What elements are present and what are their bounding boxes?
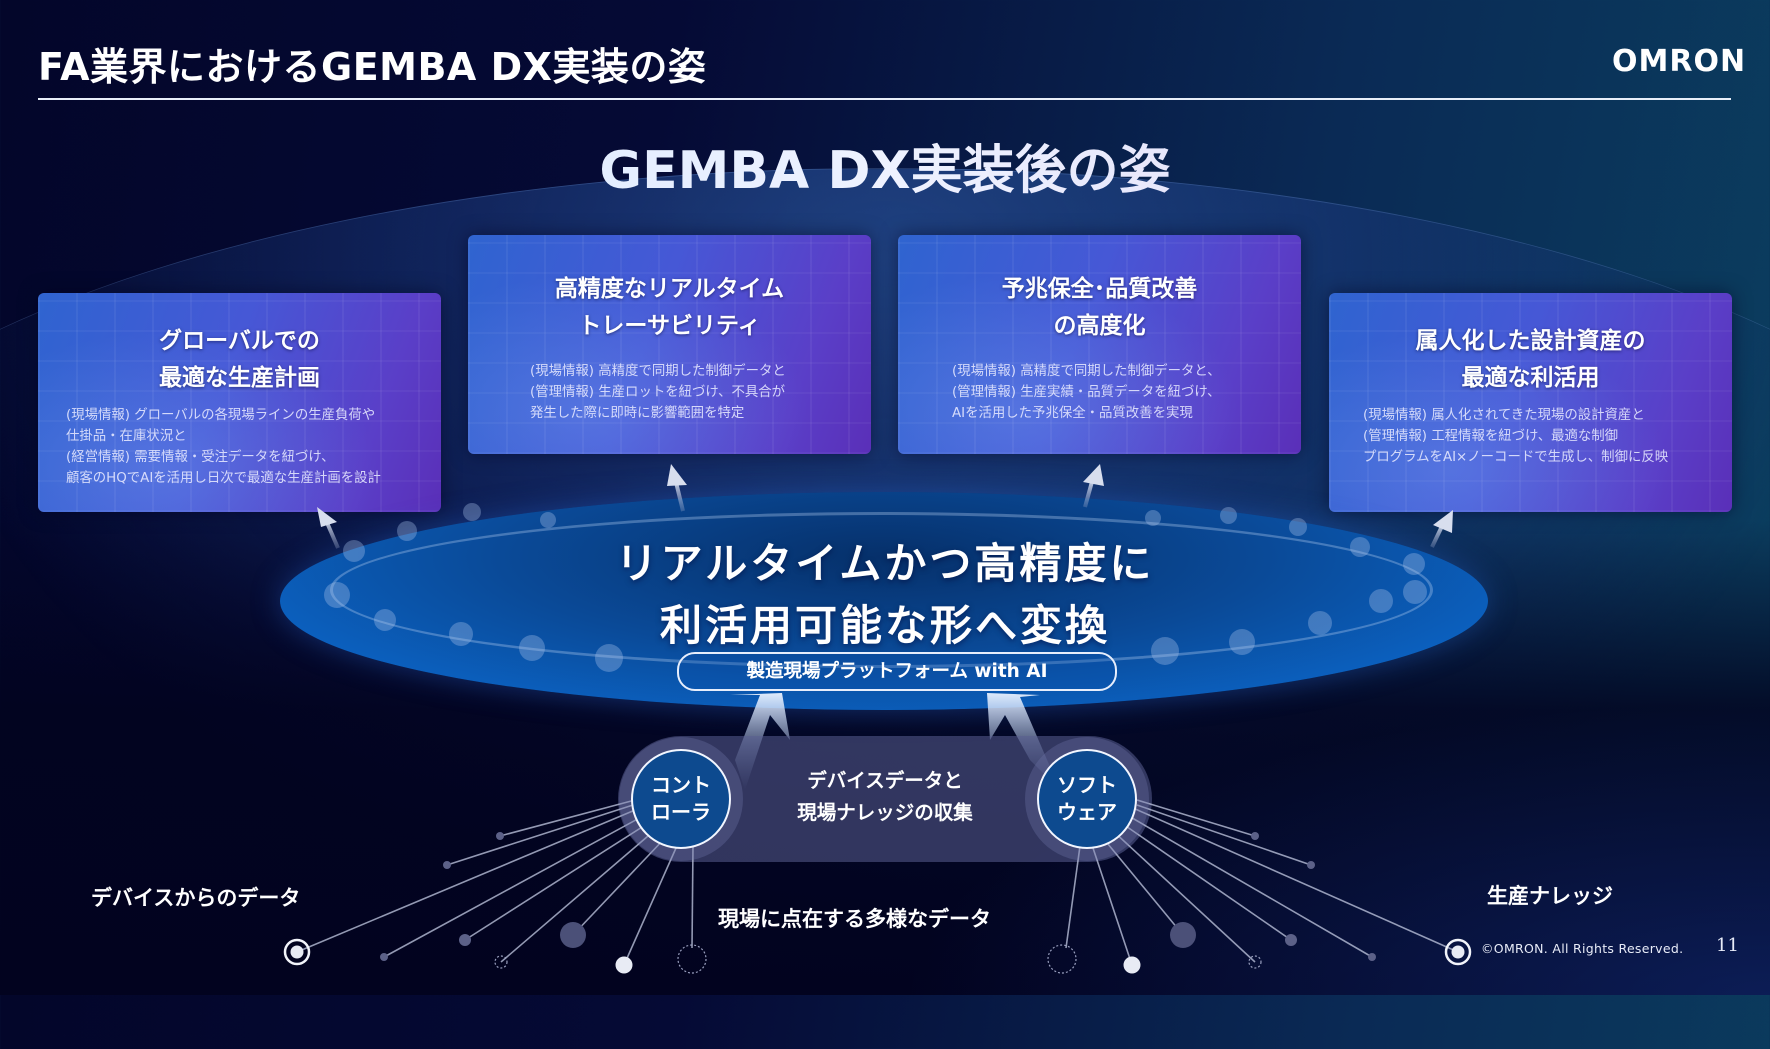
- platform-label-pill: 製造現場プラットフォーム with AI: [677, 652, 1117, 691]
- platform-orbit-ring: [330, 512, 1433, 668]
- card-description: (現場情報) 高精度で同期した制御データと (管理情報) 生産ロットを紐づけ、不…: [530, 364, 786, 421]
- orbit-dot: [463, 503, 481, 521]
- card-title: 属人化した設計資産の 最適な利活用: [1329, 323, 1732, 397]
- card-title-line: グローバルでの: [159, 328, 320, 354]
- production-knowledge-nodes: [1047, 832, 1472, 974]
- arrow-to-card-2: [667, 464, 687, 512]
- controller-node: コント ローラ: [631, 749, 731, 849]
- collector-text-line: デバイスデータと: [807, 769, 963, 792]
- orbit-dot: [1369, 589, 1393, 613]
- copyright-text: ©OMRON. All Rights Reserved.: [1481, 941, 1684, 956]
- omron-logo: OMRON: [1612, 44, 1747, 79]
- orbit-dot: [1229, 629, 1255, 655]
- orbit-dot: [540, 512, 556, 528]
- ringed-node: [1444, 938, 1472, 966]
- arrow-to-card-4: [1430, 510, 1453, 548]
- card-design-asset-utilization: 属人化した設計資産の 最適な利活用 (現場情報) 属人化されてきた現場の設計資産…: [1329, 293, 1732, 512]
- orbit-dot: [324, 582, 350, 608]
- software-node: ソフト ウェア: [1037, 749, 1137, 849]
- orbit-dot: [1151, 637, 1179, 665]
- card-title-line: 属人化した設計資産の: [1415, 328, 1646, 354]
- title-divider: [38, 98, 1731, 100]
- orbit-dot: [397, 521, 417, 541]
- data-network: [283, 799, 1472, 974]
- orbit-dot: [374, 609, 396, 631]
- card-title-line: 最適な利活用: [1461, 365, 1600, 391]
- card-description: (現場情報) 高精度で同期した制御データと、 (管理情報) 生産実績・品質データ…: [952, 364, 1221, 421]
- orbit-dot: [1220, 507, 1237, 524]
- collector-text-line: 現場ナレッジの収集: [797, 801, 973, 824]
- arrow-to-card-3: [1083, 464, 1104, 508]
- orbit-dot: [343, 540, 365, 562]
- orbit-dot: [1403, 553, 1425, 575]
- platform-headline-line2: 利活用可能な形へ変換: [659, 601, 1110, 650]
- card-global-production-planning: グローバルでの 最適な生産計画 (現場情報) グローバルの各現場ラインの生産負荷…: [38, 293, 441, 512]
- card-title: グローバルでの 最適な生産計画: [38, 323, 441, 397]
- label-production-knowledge: 生産ナレッジ: [1487, 884, 1613, 908]
- card-title-line: 高精度なリアルタイム: [554, 276, 785, 302]
- orbit-dot: [449, 622, 473, 646]
- card-title: 予兆保全･品質改善 の高度化: [898, 271, 1301, 345]
- ringed-node: [283, 938, 311, 966]
- orbit-dot: [1289, 518, 1307, 536]
- page-title: FA業界におけるGEMBA DX実装の姿: [38, 45, 707, 89]
- card-title-line: の高度化: [1053, 313, 1146, 339]
- card-description: (現場情報) 属人化されてきた現場の設計資産と (管理情報) 工程情報を紐づけ、…: [1363, 408, 1669, 465]
- section-subtitle: GEMBA DX実装後の姿: [0, 128, 1770, 203]
- orbit-dot: [1145, 510, 1161, 526]
- orbit-dot: [1403, 580, 1427, 604]
- collector-description: デバイスデータと 現場ナレッジの収集: [740, 765, 1030, 829]
- arrow-to-card-1: [317, 507, 340, 549]
- card-description: (現場情報) グローバルの各現場ラインの生産負荷や 仕掛品・在庫状況と (経営情…: [66, 408, 381, 486]
- platform-headline-line1: リアルタイムかつ高精度に: [615, 539, 1155, 588]
- card-title-line: トレーサビリティ: [578, 313, 761, 339]
- card-predictive-maintenance: 予兆保全･品質改善 の高度化 (現場情報) 高精度で同期した制御データと、 (管…: [898, 235, 1301, 454]
- device-data-nodes: [283, 832, 707, 974]
- card-title: 高精度なリアルタイム トレーサビリティ: [468, 271, 871, 345]
- label-scattered-data: 現場に点在する多様なデータ: [718, 907, 991, 931]
- orbit-dot: [519, 635, 545, 661]
- card-title-line: 予兆保全･品質改善: [1001, 276, 1198, 302]
- orbit-dot: [1308, 611, 1332, 635]
- page-number: 11: [1716, 935, 1739, 956]
- orbit-dot: [595, 644, 623, 672]
- card-realtime-traceability: 高精度なリアルタイム トレーサビリティ (現場情報) 高精度で同期した制御データ…: [468, 235, 871, 454]
- card-title-line: 最適な生産計画: [159, 365, 320, 391]
- label-device-data: デバイスからのデータ: [91, 886, 301, 910]
- orbit-dot: [1350, 537, 1370, 557]
